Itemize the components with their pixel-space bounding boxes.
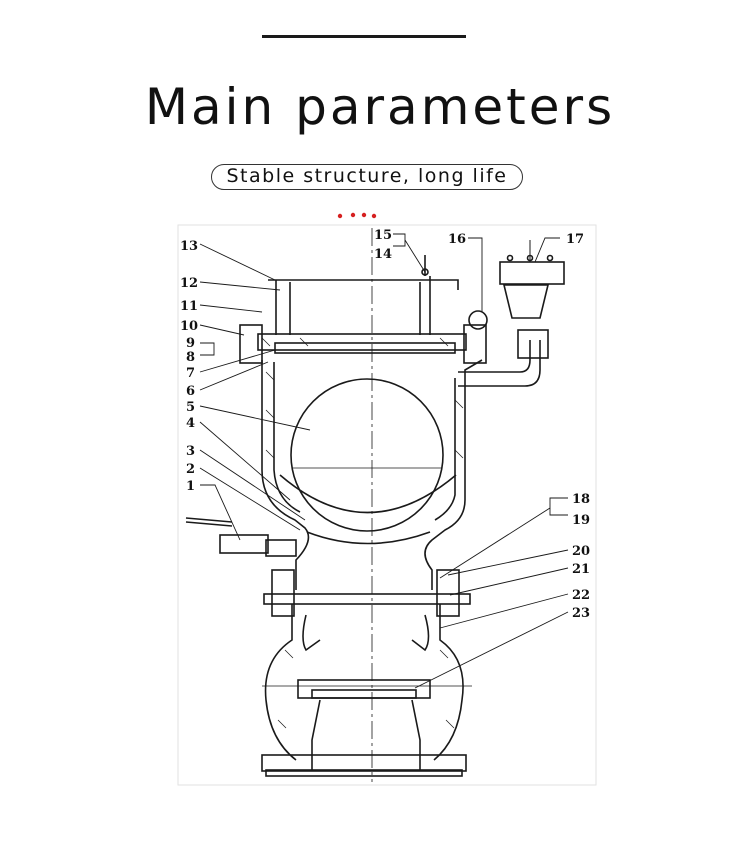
callout-9: 9	[186, 336, 195, 351]
callout-14: 14	[374, 247, 392, 262]
callout-3: 3	[186, 444, 195, 459]
callout-15: 15	[374, 228, 392, 243]
callout-22: 22	[572, 588, 590, 603]
hatching	[261, 337, 464, 729]
page-title: Main parameters	[144, 78, 616, 136]
callout-5: 5	[186, 400, 195, 415]
callout-10: 10	[180, 319, 198, 334]
callout-2: 2	[186, 462, 195, 477]
subtitle-badge: Stable structure, long life	[211, 164, 523, 190]
red-dots-decoration	[337, 212, 377, 219]
callout-19: 19	[572, 513, 590, 528]
callout-16: 16	[448, 232, 466, 247]
callout-12: 12	[180, 276, 198, 291]
callout-6: 6	[186, 384, 195, 399]
callout-1: 1	[186, 479, 195, 494]
callout-11: 11	[180, 299, 198, 314]
callout-17: 17	[566, 232, 584, 247]
callout-23: 23	[572, 606, 590, 621]
callout-18: 18	[572, 492, 590, 507]
top-divider	[262, 35, 466, 38]
valve-body	[185, 228, 565, 782]
diagram-frame	[177, 224, 597, 786]
callout-13: 13	[180, 239, 198, 254]
leader-lines	[199, 233, 569, 689]
callout-21: 21	[572, 562, 590, 577]
callout-8: 8	[186, 350, 195, 365]
callout-20: 20	[572, 544, 590, 559]
callout-4: 4	[186, 416, 195, 431]
callout-7: 7	[186, 366, 195, 381]
callout-labels: 13 12 11 10 9 8 7 6 5 4 3 2 1 15 14 16 1…	[180, 228, 590, 621]
